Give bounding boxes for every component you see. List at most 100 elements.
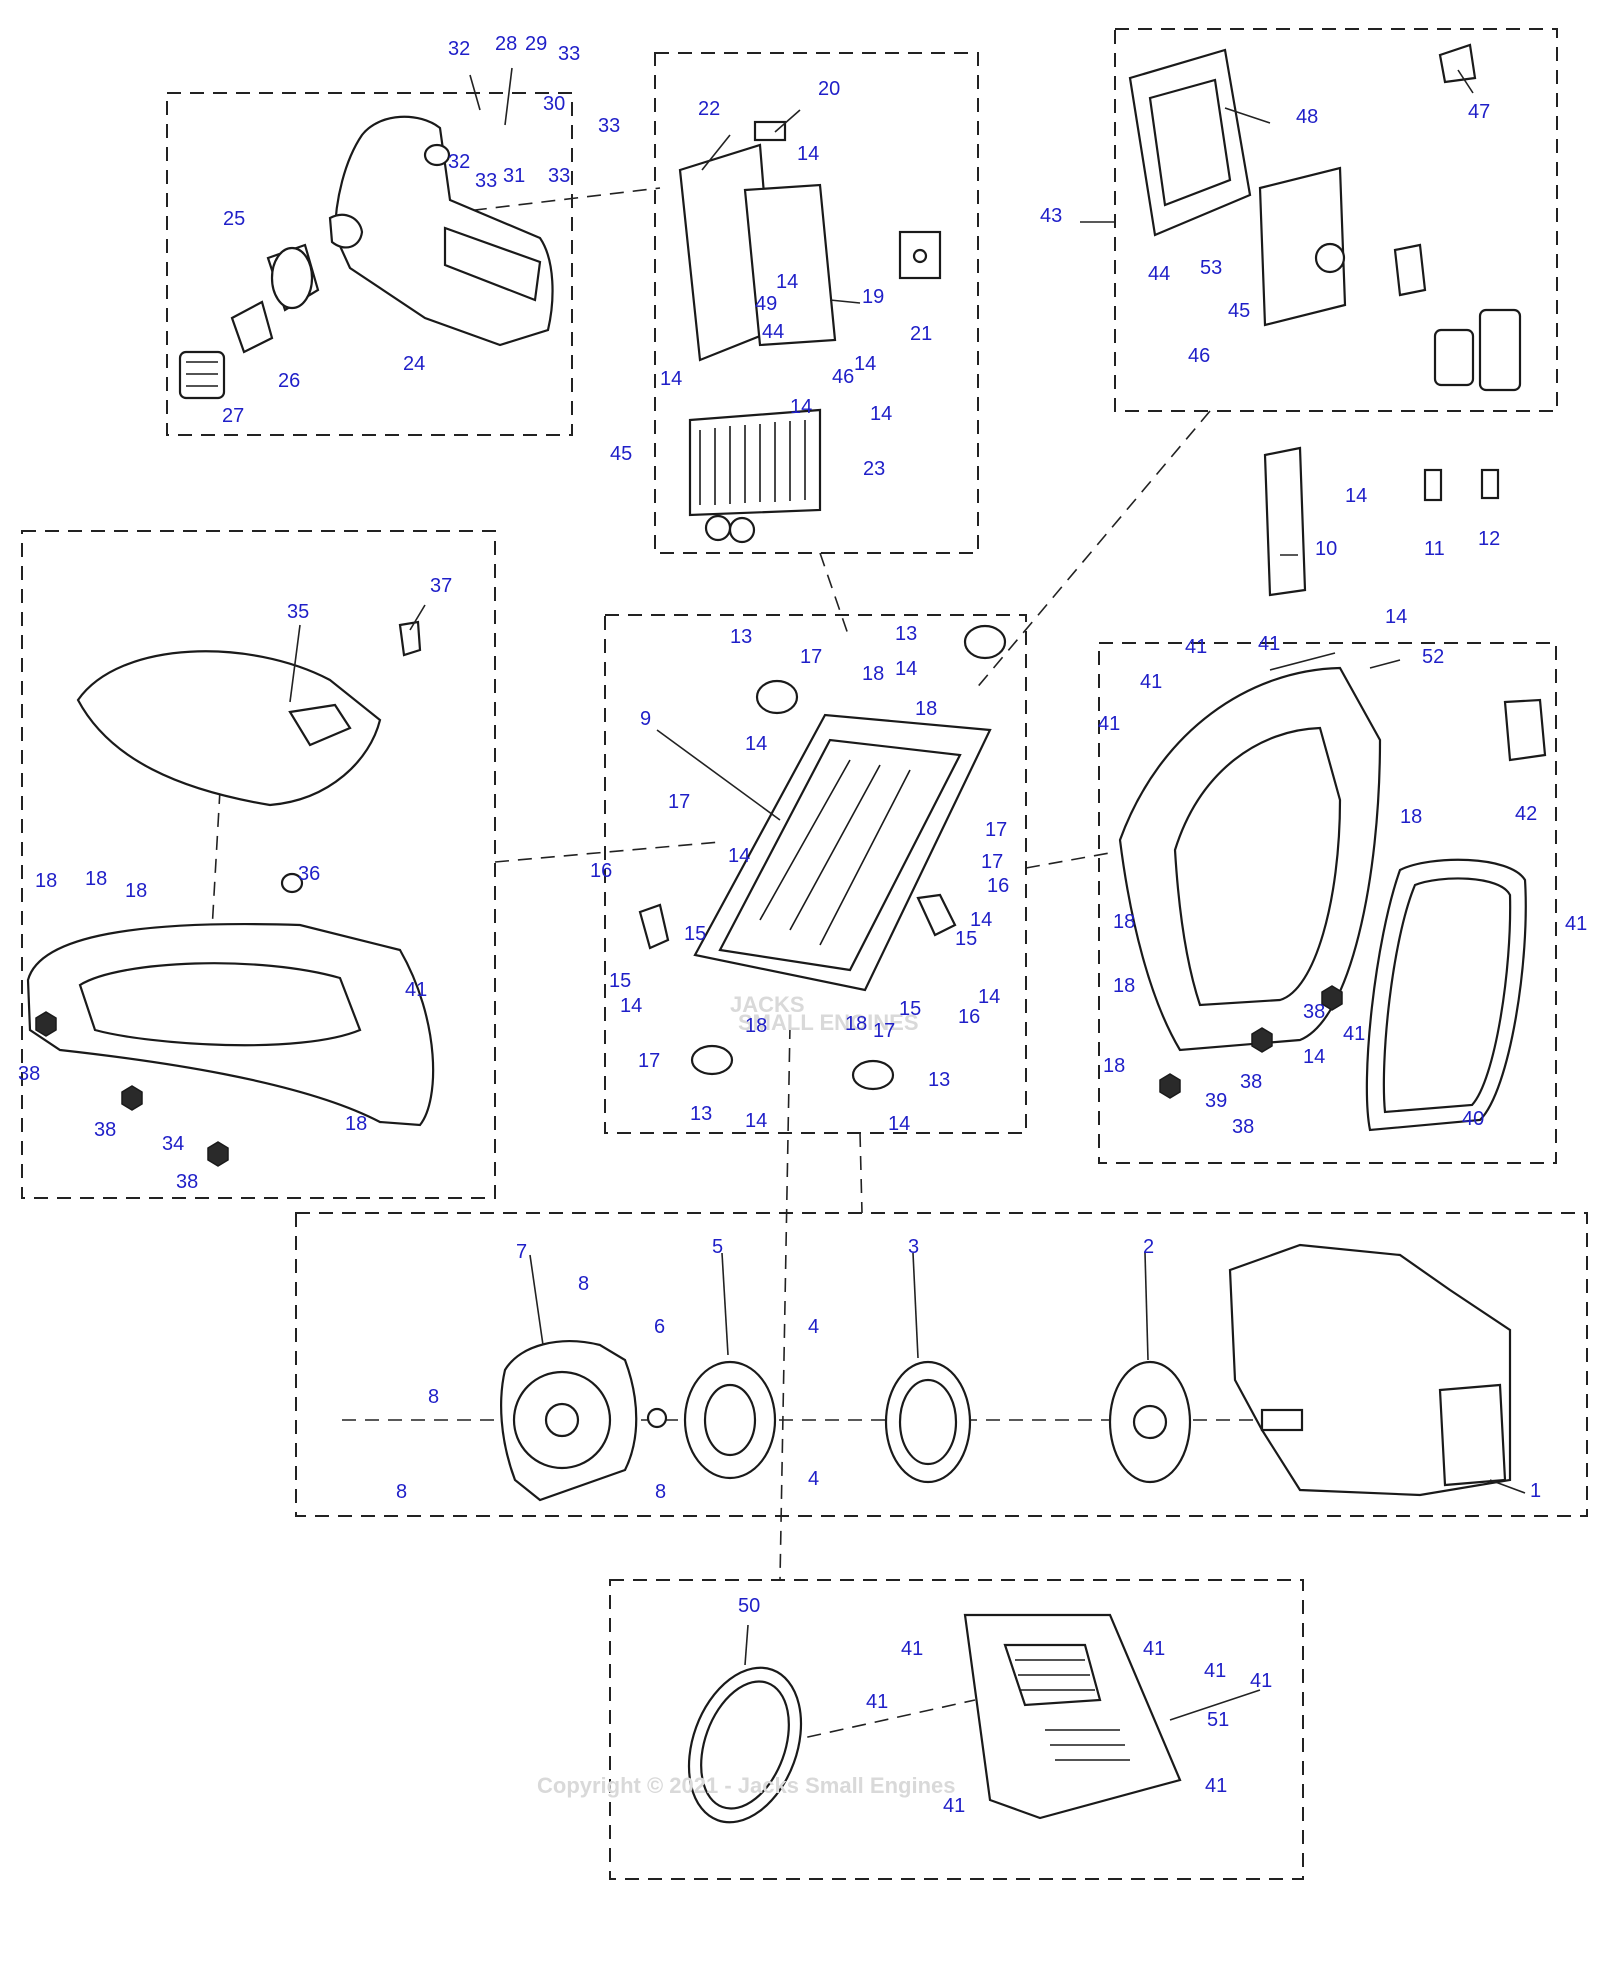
logo: JACKS SMALL ENGINES — [730, 992, 919, 1035]
part-number-label: 14 — [895, 658, 917, 680]
part-number-label: 46 — [1188, 345, 1210, 367]
part-number-label: 17 — [981, 851, 1003, 873]
part-number-label: 38 — [94, 1119, 116, 1141]
base-frame-drawing — [638, 624, 1007, 1091]
part-number-label: 38 — [18, 1063, 40, 1085]
part-number-label: 52 — [1422, 646, 1444, 668]
part-number-label: 33 — [548, 165, 570, 187]
part-number-label: 16 — [987, 875, 1009, 897]
part-number-label: 41 — [1565, 913, 1587, 935]
part-number-label: 45 — [1228, 300, 1250, 322]
part-number-label: 38 — [1232, 1116, 1254, 1138]
part-number-label: 9 — [640, 708, 651, 730]
part-number-label: 8 — [428, 1386, 439, 1408]
part-number-label: 39 — [1205, 1090, 1227, 1112]
part-number-label: 8 — [578, 1273, 589, 1295]
part-number-label: 17 — [985, 819, 1007, 841]
part-number-label: 18 — [1113, 911, 1135, 933]
part-number-label: 30 — [543, 93, 565, 115]
connector — [859, 1132, 863, 1214]
part-number-label: 14 — [776, 271, 798, 293]
part-number-label: 32 — [448, 38, 470, 60]
part-number-label: 18 — [1113, 975, 1135, 997]
part-number-label: 14 — [978, 986, 1000, 1008]
connector — [819, 552, 851, 641]
part-number-label: 18 — [1103, 1055, 1125, 1077]
group-box-top-cover — [21, 530, 496, 1199]
part-number-label: 18 — [1400, 806, 1422, 828]
part-number-label: 17 — [668, 791, 690, 813]
part-number-label: 38 — [1303, 1001, 1325, 1023]
part-number-label: 18 — [915, 698, 937, 720]
part-number-label: 41 — [901, 1638, 923, 1660]
part-number-label: 22 — [698, 98, 720, 120]
part-number-label: 14 — [728, 845, 750, 867]
part-number-label: 13 — [895, 623, 917, 645]
part-number-label: 14 — [854, 353, 876, 375]
group-box-base-frame — [604, 614, 1027, 1134]
bracket-drawing — [1263, 446, 1500, 597]
part-number-label: 41 — [943, 1795, 965, 1817]
part-number-label: 28 — [495, 33, 517, 55]
part-number-label: 41 — [1140, 671, 1162, 693]
top-cover-drawing — [26, 620, 435, 1167]
part-number-label: 34 — [162, 1133, 184, 1155]
part-number-label: 44 — [762, 321, 784, 343]
part-number-label: 14 — [1345, 485, 1367, 507]
part-number-label: 15 — [899, 998, 921, 1020]
part-number-label: 13 — [690, 1103, 712, 1125]
connector — [974, 410, 1211, 691]
part-number-label: 47 — [1468, 101, 1490, 123]
part-number-label: 18 — [125, 880, 147, 902]
part-number-label: 43 — [1040, 205, 1062, 227]
part-number-label: 8 — [655, 1481, 666, 1503]
part-number-label: 46 — [832, 366, 854, 388]
part-number-label: 16 — [590, 860, 612, 882]
rear-cover-drawing — [687, 1613, 1182, 1824]
part-number-label: 40 — [1462, 1108, 1484, 1130]
part-number-label: 18 — [85, 868, 107, 890]
part-number-label: 41 — [1258, 633, 1280, 655]
part-number-label: 38 — [1240, 1071, 1262, 1093]
part-number-label: 4 — [808, 1316, 819, 1338]
part-number-label: 16 — [958, 1006, 980, 1028]
connector — [449, 187, 661, 214]
part-number-label: 17 — [873, 1020, 895, 1042]
part-number-label: 17 — [800, 646, 822, 668]
part-number-label: 13 — [730, 626, 752, 648]
part-number-label: 15 — [955, 928, 977, 950]
part-number-label: 42 — [1515, 803, 1537, 825]
part-number-label: 38 — [176, 1171, 198, 1193]
part-number-label: 44 — [1148, 263, 1170, 285]
part-number-label: 8 — [396, 1481, 407, 1503]
part-number-label: 14 — [870, 403, 892, 425]
part-number-label: 13 — [928, 1069, 950, 1091]
group-box-control-panel — [1114, 28, 1558, 412]
part-number-label: 17 — [638, 1050, 660, 1072]
connector — [779, 1024, 791, 1581]
part-number-label: 14 — [888, 1113, 910, 1135]
part-number-label: 14 — [790, 396, 812, 418]
part-number-label: 14 — [1385, 606, 1407, 628]
watermark: Copyright © 2021 - Jacks Small Engines — [537, 1773, 955, 1798]
part-number-label: 3 — [908, 1236, 919, 1258]
fuel-tank-drawing — [178, 115, 554, 400]
part-number-label: 14 — [1303, 1046, 1325, 1068]
control-panel-drawing — [1128, 43, 1522, 392]
part-number-label: 35 — [287, 601, 309, 623]
part-number-label: 41 — [1250, 1670, 1272, 1692]
part-number-label: 20 — [818, 78, 840, 100]
part-number-label: 25 — [223, 208, 245, 230]
part-number-label: 48 — [1296, 106, 1318, 128]
part-number-label: 31 — [503, 165, 525, 187]
part-number-label: 41 — [1205, 1775, 1227, 1797]
part-number-label: 53 — [1200, 257, 1222, 279]
logo-text: JACKS — [730, 992, 805, 1017]
inverter-drawing — [678, 120, 942, 544]
side-cover-drawing — [1118, 666, 1547, 1132]
group-box-engine — [295, 1212, 1588, 1517]
part-number-label: 14 — [745, 733, 767, 755]
connector — [1025, 851, 1116, 869]
part-number-label: 41 — [1098, 713, 1120, 735]
